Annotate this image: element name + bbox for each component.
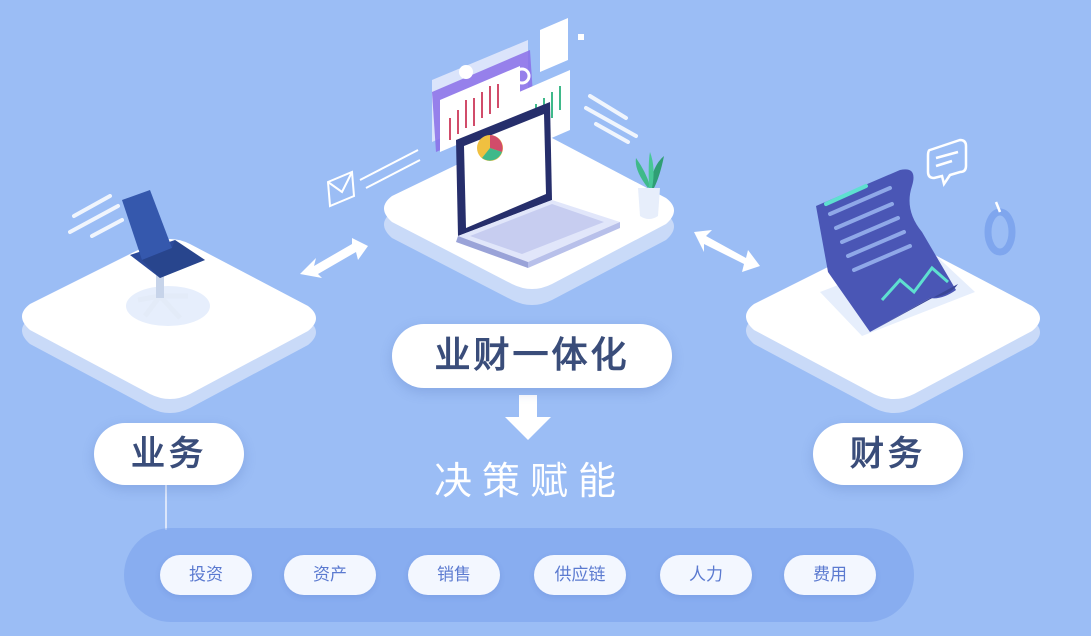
chat-bubble-icon xyxy=(926,138,968,188)
laptop-icon xyxy=(456,102,620,268)
center-label: 业财一体化 xyxy=(392,324,672,388)
speed-lines-right xyxy=(584,94,638,144)
office-chair-icon xyxy=(122,190,205,320)
module-chip-hr: 人力 xyxy=(660,555,752,595)
module-chip-supply-chain: 供应链 xyxy=(534,555,626,595)
module-chip-assets: 资产 xyxy=(284,555,376,595)
double-arrow-icon xyxy=(300,230,760,278)
module-chip-investment: 投资 xyxy=(160,555,252,595)
down-arrow-icon xyxy=(505,395,551,440)
speed-lines-left xyxy=(68,194,124,238)
document-icon xyxy=(816,169,958,332)
decision-empowerment-label: 决策赋能 xyxy=(433,459,626,503)
envelope-icon xyxy=(326,149,421,208)
left-platform xyxy=(22,239,316,413)
modules-bar xyxy=(124,528,914,622)
module-chip-sales: 销售 xyxy=(408,555,500,595)
module-chip-expenses: 费用 xyxy=(784,555,876,595)
ring-icon xyxy=(984,201,1016,256)
finance-label: 财务 xyxy=(813,423,963,485)
plant-icon xyxy=(635,152,664,219)
business-label: 业务 xyxy=(94,423,244,485)
dashboard-panels xyxy=(432,18,584,156)
